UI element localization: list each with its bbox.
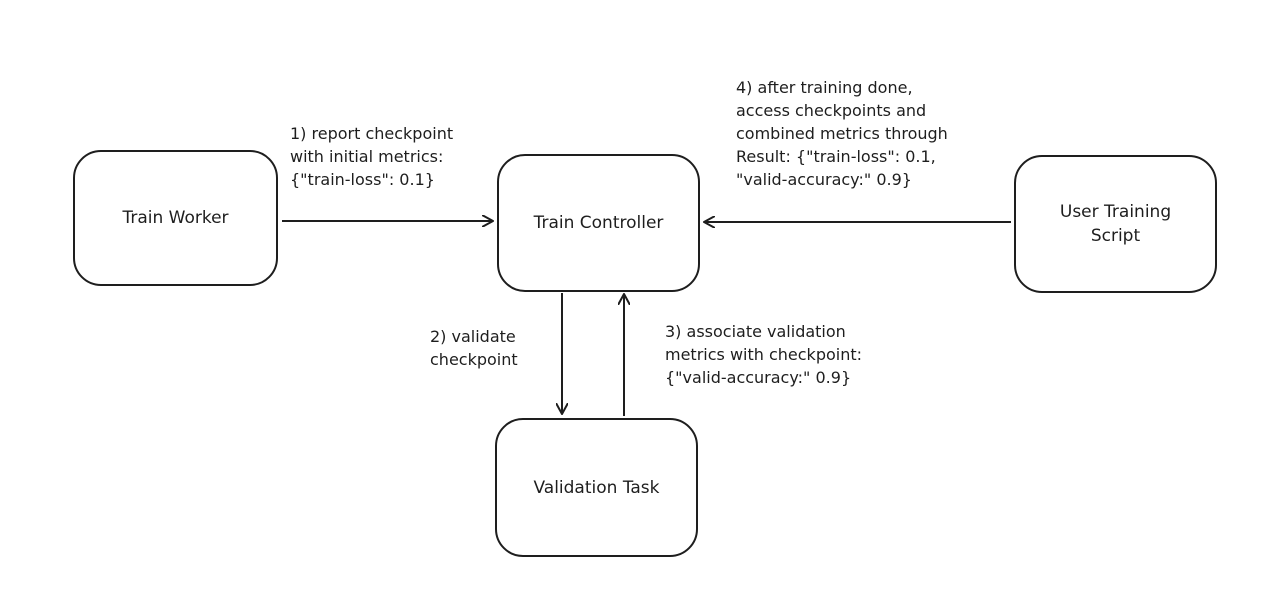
edge-label-step2: 2) validate checkpoint (430, 327, 518, 369)
node-user-training-script: User Training Script (1014, 155, 1217, 293)
node-validation-task-label: Validation Task (533, 477, 660, 498)
node-train-worker: Train Worker (73, 150, 278, 286)
node-validation-task: Validation Task (495, 418, 698, 557)
node-train-controller: Train Controller (497, 154, 700, 292)
node-train-worker-label: Train Worker (122, 208, 229, 228)
node-user-training-script-label: User Training Script (1059, 202, 1172, 246)
node-train-controller-label: Train Controller (533, 213, 664, 233)
edge-label-step1: 1) report checkpoint with initial metric… (290, 124, 454, 189)
edge-label-step3: 3) associate validation metrics with che… (665, 322, 863, 387)
edge-label-step4: 4) after training done, access checkpoin… (736, 78, 948, 189)
